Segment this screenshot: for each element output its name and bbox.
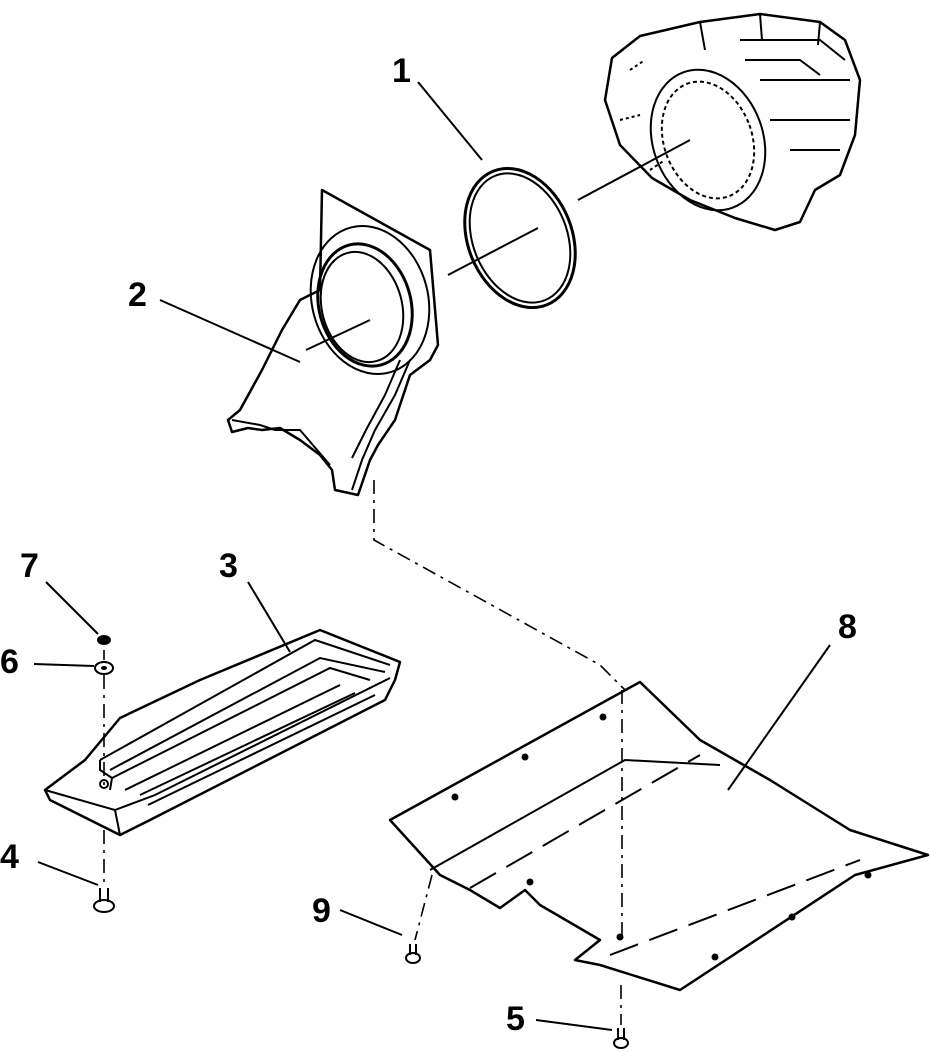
cover-plate-part-8 xyxy=(388,680,930,992)
leader-lines xyxy=(33,81,831,1031)
washer-part-6 xyxy=(94,661,114,675)
o-ring-part-1 xyxy=(463,166,577,310)
callout-9: 9 xyxy=(312,892,331,930)
callout-3: 3 xyxy=(219,547,238,585)
nut-part-7 xyxy=(97,635,111,645)
assembly-centerlines xyxy=(305,139,691,351)
bolt-part-5 xyxy=(613,1028,629,1049)
bolt-part-4 xyxy=(93,888,115,913)
callout-8: 8 xyxy=(838,608,857,646)
ride-plate-part-3 xyxy=(43,628,402,837)
pump-housing xyxy=(603,12,862,232)
intake-adapter-part-2 xyxy=(226,188,440,497)
callout-5: 5 xyxy=(506,1000,525,1038)
callout-4: 4 xyxy=(0,838,19,876)
callout-1: 1 xyxy=(392,52,411,90)
alignment-lines xyxy=(103,480,626,1025)
callout-6: 6 xyxy=(0,643,19,681)
callout-2: 2 xyxy=(128,276,147,314)
bolt-part-9 xyxy=(405,944,421,964)
callout-7: 7 xyxy=(20,547,39,585)
